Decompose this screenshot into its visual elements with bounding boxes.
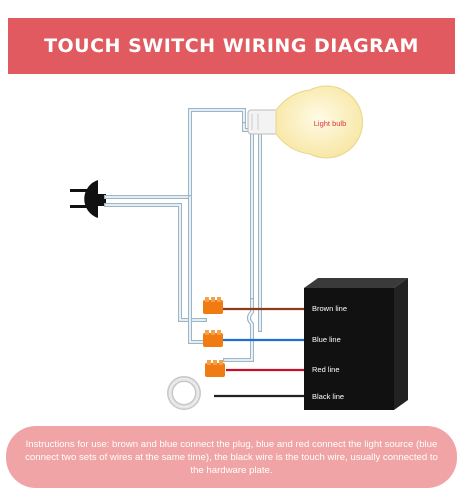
light-bulb: Light bulb [247,85,363,159]
wire-connector-brown [203,297,223,314]
black-line-label: Black line [312,392,344,401]
bulb-label: Light bulb [314,119,347,128]
wire-connector-red [205,360,225,377]
switch-box: Brown line Blue line Red line Black line [304,278,408,410]
instructions-text: Instructions for use: brown and blue con… [25,438,438,476]
power-cord [104,108,264,362]
instructions-panel: Instructions for use: brown and blue con… [6,426,457,488]
blue-line-label: Blue line [312,335,341,344]
title-banner: TOUCH SWITCH WIRING DIAGRAM [8,18,455,74]
brown-line-label: Brown line [312,304,347,313]
switch-wires [214,307,308,398]
touch-ring-terminal [167,376,201,410]
page-title: TOUCH SWITCH WIRING DIAGRAM [44,35,419,57]
wire-connector-blue [203,330,223,347]
red-line-label: Red line [312,365,340,374]
power-plug [70,180,106,218]
